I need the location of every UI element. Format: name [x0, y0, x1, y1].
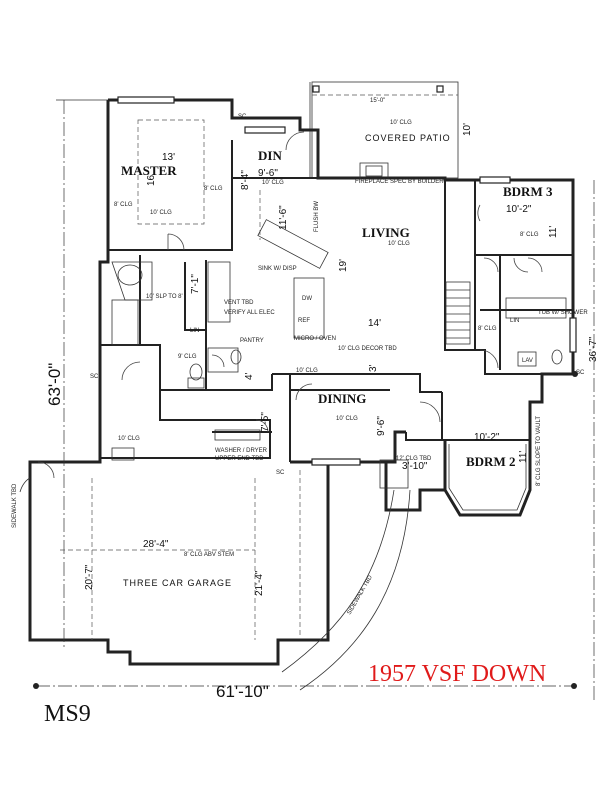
master-tray-ceiling: [137, 119, 205, 225]
dim-patio-top: 15'-0": [370, 98, 385, 104]
note-dining-clg: 10' CLG: [336, 416, 358, 422]
dim-entry: 3'-10": [402, 461, 428, 472]
note-hall-clg: 8' CLG: [478, 326, 497, 332]
dim-din-h: 8'-4": [240, 170, 251, 190]
exterior-walls: [28, 98, 575, 666]
note-fireplace: FIREPLACE SPEC BY BUILDER: [355, 179, 444, 185]
note-dw: DW: [302, 296, 312, 302]
dim-overall-h: 63'-0": [45, 363, 64, 406]
doors: [37, 131, 543, 479]
note-lin-bath: LIN: [510, 318, 519, 324]
plan-notes: 10' CLG 10' CLG 8' CLG 8' CLG 10' CLG 10…: [12, 114, 588, 616]
sidewalk: [19, 477, 411, 691]
note-sidewalk-left: SIDEWALK TBD: [12, 483, 18, 528]
note-washer: WASHER / DRYER: [215, 448, 268, 454]
note-sc-entry: SC: [276, 470, 285, 476]
note-lav-bath: LAV: [522, 358, 533, 364]
dim-dining-h: 9'-6": [376, 416, 387, 436]
note-vent: VENT TBD: [224, 300, 254, 306]
dim-lav: 7'-1": [190, 274, 201, 294]
dim-hall: 7'-5": [260, 412, 271, 432]
dim-right-h: 36'-7": [588, 336, 599, 362]
dim-bdrm3-w: 10'-2": [506, 204, 532, 215]
dimension-lines: [33, 99, 595, 700]
note-sink: SINK W/ DISP: [258, 266, 297, 272]
dim-patio-h: 10': [462, 123, 473, 136]
note-upper: UPPER END TBD: [215, 456, 264, 462]
note-pantry: PANTRY: [240, 338, 264, 344]
dim-bdrm2-h: 11': [518, 451, 529, 463]
dim-bdrm3-h: 11': [548, 226, 559, 238]
stairs: [445, 281, 471, 345]
dim-overall-w: 61'-10": [216, 682, 269, 701]
room-bdrm2: BDRM 2: [466, 454, 515, 469]
room-bdrm3: BDRM 3: [503, 184, 553, 199]
dim-garage-right: 21'-4": [254, 570, 265, 596]
room-master: MASTER: [121, 163, 177, 178]
dim-living-w: 14': [368, 318, 381, 329]
note-sc-left: SC: [90, 374, 99, 380]
note-bdrm3-clg: 8' CLG: [520, 232, 539, 238]
room-garage: THREE CAR GARAGE: [123, 578, 232, 588]
dim-garage-w: 28'-4": [143, 539, 169, 550]
dim-living-h: 19': [338, 259, 349, 272]
note-living-clg: 10' CLG: [388, 241, 410, 247]
note-micro: MICRO / OVEN: [294, 336, 336, 342]
note-verify: VERIFY ALL ELEC: [224, 310, 275, 316]
note-patio-clg: 10' CLG: [390, 120, 412, 126]
dim-din-w: 9'-6": [258, 168, 278, 179]
note-ref: REF: [298, 318, 310, 324]
note-mud-clg: 10' CLG: [118, 436, 140, 442]
note-tub: TUB W/ SHOWER: [538, 310, 588, 316]
room-din: DIN: [258, 148, 282, 163]
covered-patio: [309, 81, 459, 179]
note-master-clg8: 8' CLG: [114, 202, 133, 208]
note-foyer-clg: 10' CLG: [296, 368, 318, 374]
dim-laundry: 4': [244, 372, 255, 380]
model-name: MS9: [44, 701, 91, 727]
dim-kitchen: 11'-6": [278, 205, 289, 230]
square-footage: 1957 VSF DOWN: [368, 661, 546, 687]
note-sc-top: SC: [238, 114, 247, 120]
note-garage-clg: 8' CLG ABV STEM: [184, 552, 234, 558]
dim-dining-3: 3': [368, 364, 379, 372]
dim-master-w: 13': [162, 152, 175, 163]
note-closet-clg8: 8' CLG: [204, 186, 223, 192]
note-master-clg: 10' CLG: [150, 210, 172, 216]
windows: [117, 96, 577, 466]
note-slope: 10' SLP TO 8': [146, 294, 183, 300]
fixtures: [111, 162, 567, 489]
note-lin-master: LIN: [190, 328, 199, 334]
room-dining: DINING: [318, 391, 366, 406]
note-sc-right: SC: [576, 370, 585, 376]
room-living: LIVING: [362, 225, 410, 240]
room-dimensions: 13' 16' 8'-4" 9'-6" 11'-6" 19' 14' 10'-2…: [45, 98, 599, 701]
note-slope-vault: 8' CLG SLOPE TO VAULT: [536, 416, 542, 486]
dim-master-h: 16': [146, 173, 157, 186]
note-din-clg: 10' CLG: [262, 180, 284, 186]
note-clg-decor: 10' CLG DECOR TBD: [338, 346, 397, 352]
room-labels: MASTER DIN LIVING BDRM 3 BDRM 2 DINING C…: [121, 133, 553, 588]
note-master-bath-clg: 9' CLG: [178, 354, 197, 360]
note-entry-clg: 12' CLG TBD: [396, 456, 432, 462]
room-covered-patio: COVERED PATIO: [365, 133, 451, 143]
note-sidewalk: SIDEWALK TBD: [347, 574, 375, 616]
note-flush-bw: FLUSH BW: [314, 201, 320, 232]
dim-garage-left: 20'-7": [84, 564, 95, 590]
dim-bdrm2-w: 10'-2": [474, 432, 500, 443]
